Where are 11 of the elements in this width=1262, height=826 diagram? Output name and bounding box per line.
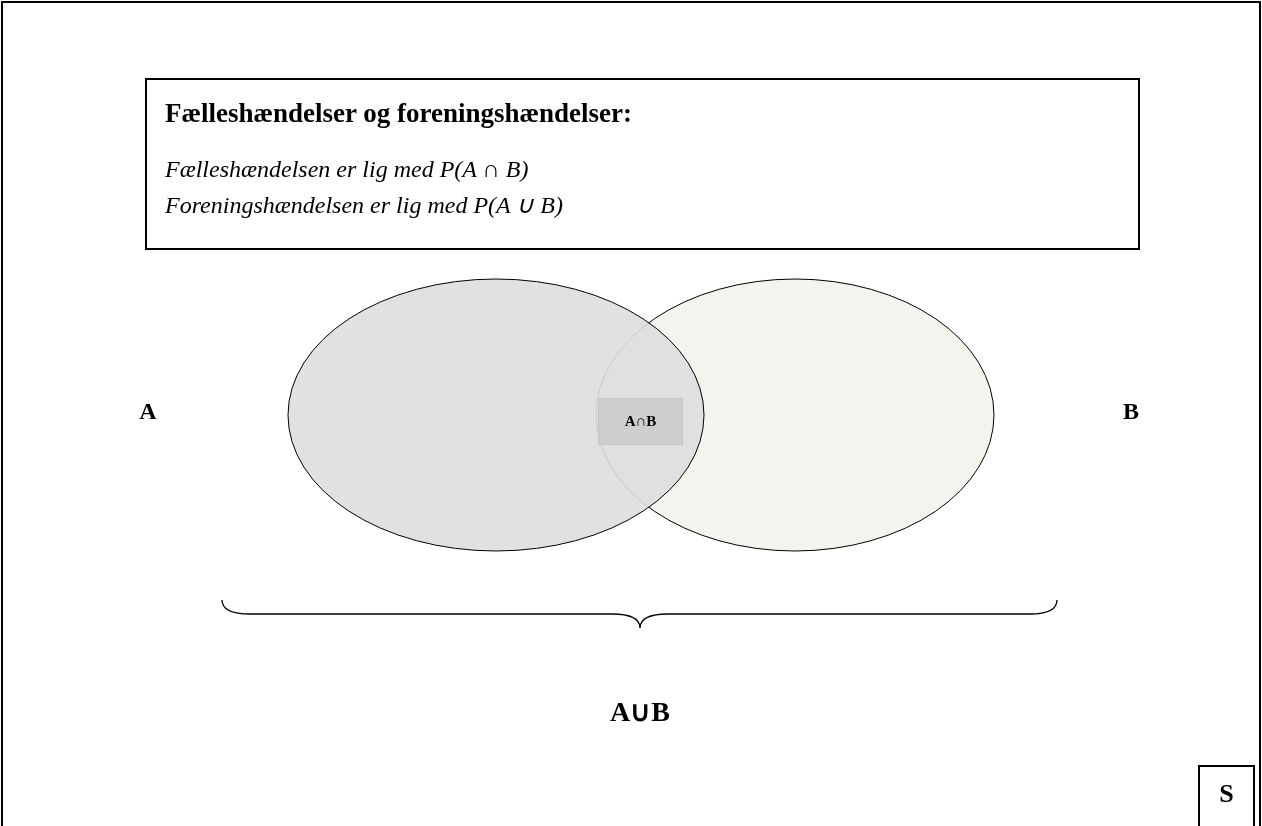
set-label: A xyxy=(139,398,157,425)
definition-box xyxy=(145,78,1140,250)
sample-space-box: S xyxy=(1198,765,1255,826)
set-label: B xyxy=(1123,398,1139,425)
definition-text: Foreningshændelsen er lig med P(A ∪ B) xyxy=(165,191,563,220)
intersection-box xyxy=(598,398,683,445)
box-heading: Fælleshændelser og foreningshændelser: xyxy=(165,98,632,129)
set-ellipse xyxy=(287,278,705,552)
union-label: A∪B xyxy=(610,695,670,728)
set-label: A∩B xyxy=(624,413,657,430)
definition-text: Fælleshændelsen er lig med P(A ∩ B) xyxy=(165,155,529,184)
